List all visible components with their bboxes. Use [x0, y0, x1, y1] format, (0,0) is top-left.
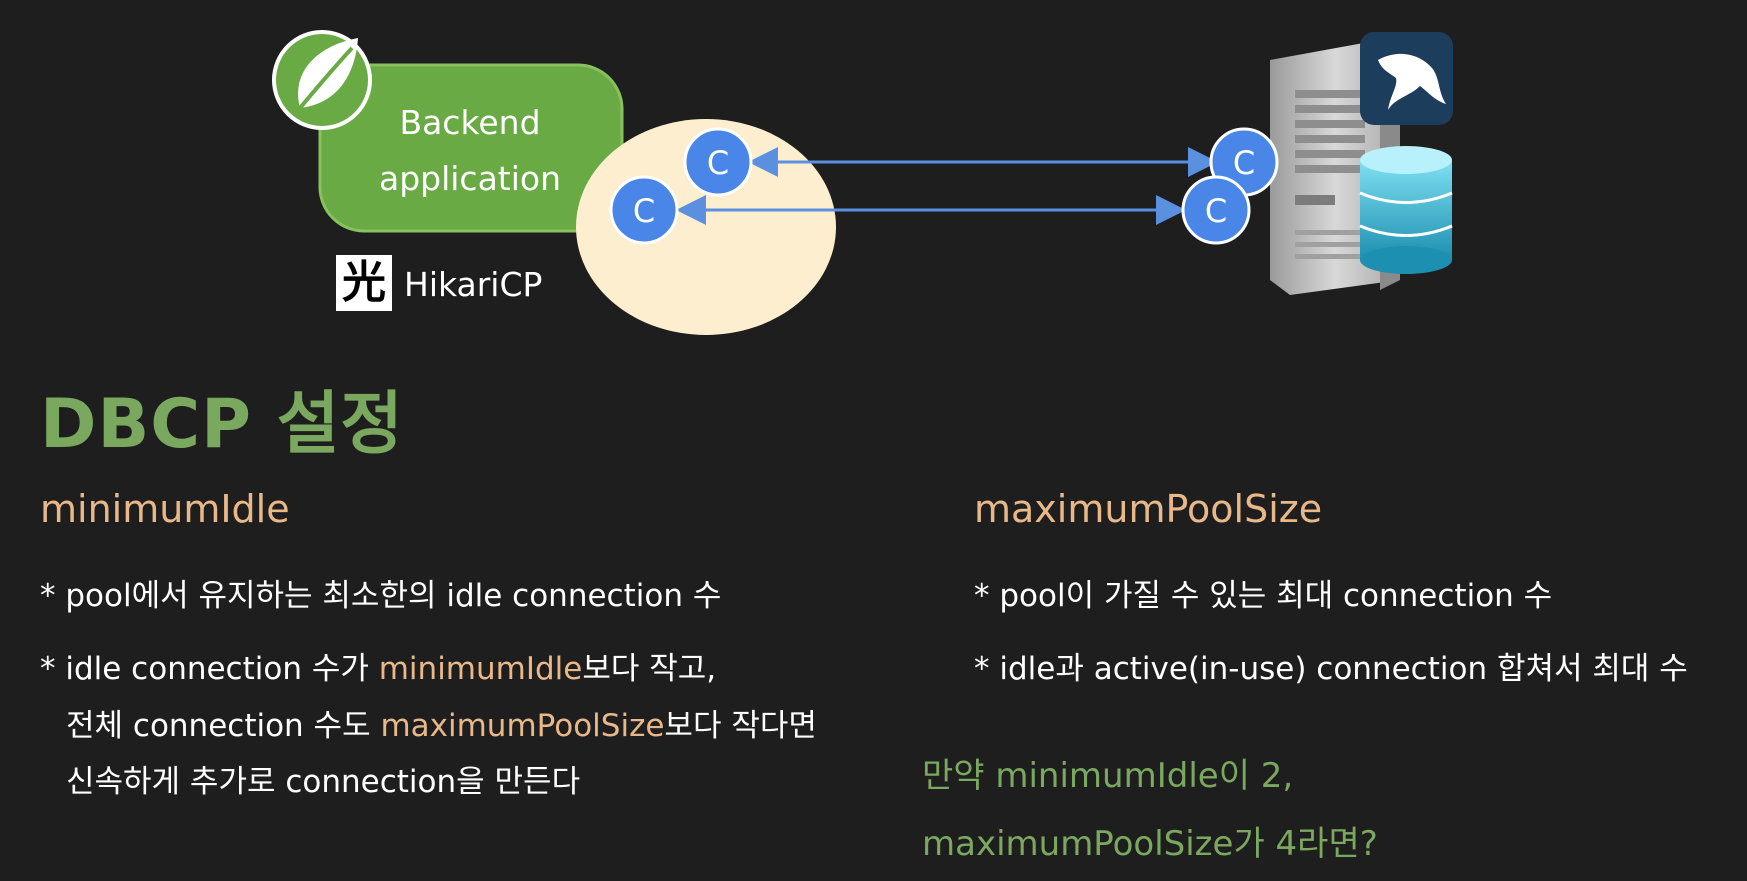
bullet-text: 보다 작고,	[582, 651, 717, 687]
database-icon	[1359, 146, 1453, 274]
bullet-text: * idle connection 수가	[40, 651, 379, 687]
highlight-maximum-pool-size: maximumPoolSize	[380, 708, 665, 744]
page-title: DBCP 설정	[40, 385, 404, 464]
spring-leaf-icon	[272, 30, 372, 130]
minimum-idle-bullet-2-line-3: 신속하게 추가로 connection을 만든다	[66, 764, 581, 800]
hikari-logo-char: 光	[342, 257, 386, 308]
minimum-idle-bullet-2-line-1: * idle connection 수가 minimumIdle보다 작고,	[40, 643, 716, 688]
hikari-label: HikariCP	[404, 265, 542, 304]
question-line-2: maximumPoolSize가 4라면?	[922, 824, 1378, 864]
connection-letter: C	[1205, 192, 1227, 230]
dbcp-diagram: Backend application 光 HikariCP	[272, 30, 1453, 335]
pool-connection-1: C	[683, 127, 753, 197]
question-line-1: 만약 minimumIdle이 2,	[922, 756, 1294, 796]
minimum-idle-heading: minimumIdle	[40, 487, 290, 531]
backend-application-box: Backend application	[318, 63, 624, 233]
connection-letter: C	[633, 192, 655, 230]
minimum-idle-bullet-1: * pool에서 유지하는 최소한의 idle connection 수	[40, 578, 722, 614]
pool-connection-2: C	[609, 175, 679, 245]
maximum-pool-size-heading: maximumPoolSize	[974, 487, 1323, 531]
maximum-pool-size-bullet-1: * pool이 가질 수 있는 최대 connection 수	[974, 578, 1553, 614]
hikari-logo-icon: 光	[336, 255, 392, 311]
highlight-minimum-idle: minimumIdle	[378, 651, 583, 687]
db-connection-1: C	[1209, 127, 1279, 197]
bullet-text: 보다 작다면	[664, 708, 817, 744]
backend-label-line2: application	[379, 159, 561, 198]
bullet-text: 전체 connection 수도	[66, 708, 381, 744]
db-connection-2: C	[1181, 175, 1251, 245]
maximum-pool-size-bullet-2: * idle과 active(in-use) connection 합쳐서 최대…	[974, 651, 1688, 687]
connection-letter: C	[1233, 144, 1255, 182]
connection-letter: C	[707, 144, 729, 182]
minimum-idle-bullet-2-line-2: 전체 connection 수도 maximumPoolSize보다 작다면	[66, 700, 817, 745]
mysql-dolphin-icon	[1360, 32, 1453, 125]
backend-label-line1: Backend	[399, 103, 540, 142]
